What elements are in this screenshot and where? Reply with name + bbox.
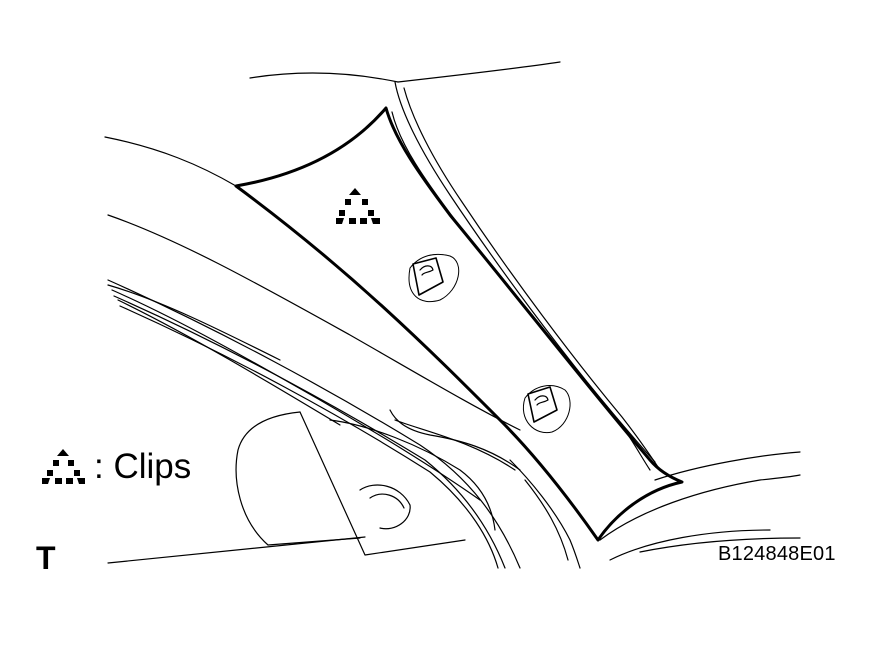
clip-lower — [522, 385, 571, 434]
roof-lines — [104, 61, 561, 501]
body-lines-right — [394, 81, 801, 561]
pillar-edge-inner — [391, 111, 656, 463]
dotted-triangle-icon — [42, 449, 85, 484]
legend-label: : Clips — [94, 446, 192, 486]
floor-line — [107, 536, 366, 564]
section-letter: T — [36, 540, 56, 576]
frame-lines — [107, 279, 581, 569]
legend: : Clips — [40, 446, 191, 486]
dotted-triangle-icon — [336, 188, 380, 224]
mirror-outline — [235, 411, 496, 556]
figure-code: B124848E01 — [718, 543, 836, 565]
pillar-garnish-outline — [234, 106, 684, 542]
clip-upper — [408, 253, 460, 302]
